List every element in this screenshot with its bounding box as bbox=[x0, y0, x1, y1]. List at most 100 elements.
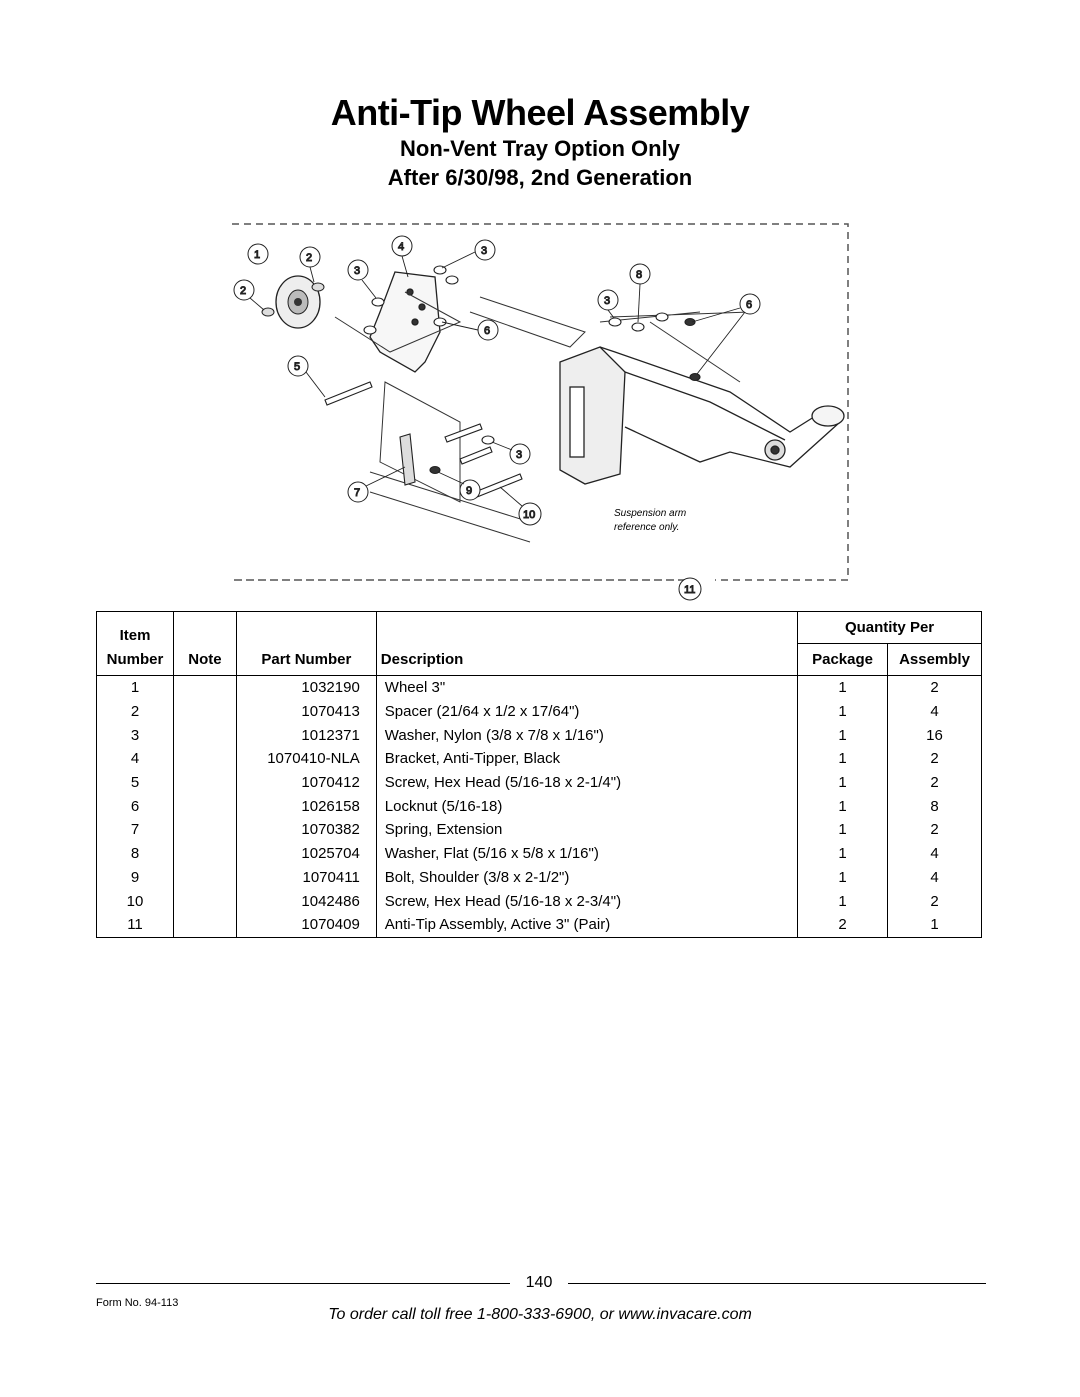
package-qty-cell: 1 bbox=[797, 841, 889, 866]
item-number-cell: 6 bbox=[96, 794, 174, 819]
diagram-note-line2: reference only. bbox=[614, 522, 679, 533]
part-number-cell: 1070411 bbox=[236, 865, 377, 890]
diagram-note-line1: Suspension arm bbox=[614, 508, 686, 519]
footer-rule-left bbox=[96, 1283, 510, 1284]
item-number-cell: 2 bbox=[96, 699, 174, 724]
package-qty-cell: 1 bbox=[797, 699, 889, 724]
callout-3b: 3 bbox=[481, 245, 487, 257]
item-number-cell: 1 bbox=[96, 675, 174, 700]
exploded-view-guide-lines bbox=[334, 291, 751, 543]
description-cell: Bracket, Anti-Tipper, Black bbox=[376, 747, 799, 771]
description-cell: Spacer (21/64 x 1/2 x 17/64") bbox=[376, 699, 799, 724]
header-quantity-per: Quantity Per bbox=[797, 611, 982, 644]
part-number-cell: 1032190 bbox=[236, 675, 377, 700]
package-qty-cell: 1 bbox=[797, 675, 889, 700]
package-qty-cell: 1 bbox=[797, 818, 889, 842]
description-cell: Washer, Nylon (3/8 x 7/8 x 1/16") bbox=[376, 723, 799, 748]
part-number-cell: 1042486 bbox=[236, 889, 377, 913]
parts-list-table: Item Quantity Per Number Note Part Numbe… bbox=[96, 611, 982, 938]
wheel-3-inch bbox=[261, 275, 325, 329]
note-cell bbox=[173, 723, 237, 748]
callout-1: 1 bbox=[254, 249, 260, 261]
note-cell bbox=[173, 912, 237, 938]
footer-rule-right bbox=[568, 1283, 986, 1284]
note-cell bbox=[173, 747, 237, 771]
hardware-fasteners bbox=[324, 265, 701, 498]
assembly-qty-cell: 2 bbox=[887, 747, 982, 771]
note-cell bbox=[173, 770, 237, 795]
note-cell bbox=[173, 865, 237, 890]
callout-11: 11 bbox=[684, 584, 695, 596]
description-cell: Spring, Extension bbox=[376, 818, 799, 842]
note-cell bbox=[173, 699, 237, 724]
callout-bubbles: 1 2 2 3 3 3 4 3 8 6 6 5 7 9 10 11 bbox=[233, 235, 761, 601]
callout-4: 4 bbox=[398, 241, 404, 253]
part-number-cell: 1070412 bbox=[236, 770, 377, 795]
header-number: Number bbox=[96, 643, 174, 676]
assembly-qty-cell: 2 bbox=[887, 818, 982, 842]
page-title: Anti-Tip Wheel Assembly bbox=[330, 92, 750, 133]
header-part-top bbox=[236, 611, 377, 644]
callout-6b: 6 bbox=[484, 325, 490, 337]
callout-leader-lines bbox=[249, 251, 746, 507]
assembly-qty-cell: 8 bbox=[887, 794, 982, 819]
assembly-qty-cell: 4 bbox=[887, 865, 982, 890]
page-subtitle-generation: After 6/30/98, 2nd Generation bbox=[387, 165, 693, 190]
item-number-cell: 8 bbox=[96, 841, 174, 866]
callout-10: 10 bbox=[523, 509, 535, 521]
order-contact-text: To order call toll free 1-800-333-6900, … bbox=[328, 1306, 752, 1323]
callout-3c: 3 bbox=[604, 295, 610, 307]
callout-5: 5 bbox=[294, 361, 300, 373]
header-assembly: Assembly bbox=[887, 643, 982, 676]
description-cell: Anti-Tip Assembly, Active 3" (Pair) bbox=[376, 912, 799, 938]
item-number-cell: 11 bbox=[96, 912, 174, 938]
description-cell: Wheel 3" bbox=[376, 675, 799, 700]
item-number-cell: 3 bbox=[96, 723, 174, 748]
callout-2a: 2 bbox=[306, 252, 312, 264]
description-cell: Screw, Hex Head (5/16-18 x 2-3/4") bbox=[376, 889, 799, 913]
assembly-qty-cell: 2 bbox=[887, 675, 982, 700]
exploded-parts-diagram: 1 2 2 3 3 3 4 3 8 6 6 5 7 9 10 11 bbox=[230, 222, 850, 602]
description-cell: Bolt, Shoulder (3/8 x 2-1/2") bbox=[376, 865, 799, 890]
assembly-qty-cell: 1 bbox=[887, 912, 982, 938]
suspension-arm bbox=[559, 346, 845, 485]
header-package: Package bbox=[797, 643, 889, 676]
callout-9: 9 bbox=[466, 485, 472, 497]
assembly-qty-cell: 2 bbox=[887, 770, 982, 795]
assembly-qty-cell: 4 bbox=[887, 699, 982, 724]
header-description: Description bbox=[376, 643, 799, 676]
header-description-top bbox=[376, 611, 799, 644]
package-qty-cell: 2 bbox=[797, 912, 889, 938]
item-number-cell: 7 bbox=[96, 818, 174, 842]
package-qty-cell: 1 bbox=[797, 770, 889, 795]
form-number: Form No. 94-113 bbox=[96, 1297, 179, 1309]
package-qty-cell: 1 bbox=[797, 747, 889, 771]
item-number-cell: 5 bbox=[96, 770, 174, 795]
callout-6a: 6 bbox=[746, 299, 752, 311]
part-number-cell: 1026158 bbox=[236, 794, 377, 819]
item-number-cell: 9 bbox=[96, 865, 174, 890]
diagram-frame bbox=[232, 223, 849, 581]
part-number-cell: 1012371 bbox=[236, 723, 377, 748]
item-number-cell: 10 bbox=[96, 889, 174, 913]
note-cell bbox=[173, 889, 237, 913]
assembly-qty-cell: 4 bbox=[887, 841, 982, 866]
assembly-qty-cell: 2 bbox=[887, 889, 982, 913]
header-note-top bbox=[173, 611, 237, 644]
page-subtitle-option: Non-Vent Tray Option Only bbox=[400, 136, 680, 161]
header-item: Item bbox=[96, 611, 174, 644]
callout-8: 8 bbox=[636, 269, 642, 281]
note-cell bbox=[173, 841, 237, 866]
part-number-cell: 1070410-NLA bbox=[236, 747, 377, 771]
callout-3a: 3 bbox=[354, 265, 360, 277]
part-number-cell: 1070413 bbox=[236, 699, 377, 724]
